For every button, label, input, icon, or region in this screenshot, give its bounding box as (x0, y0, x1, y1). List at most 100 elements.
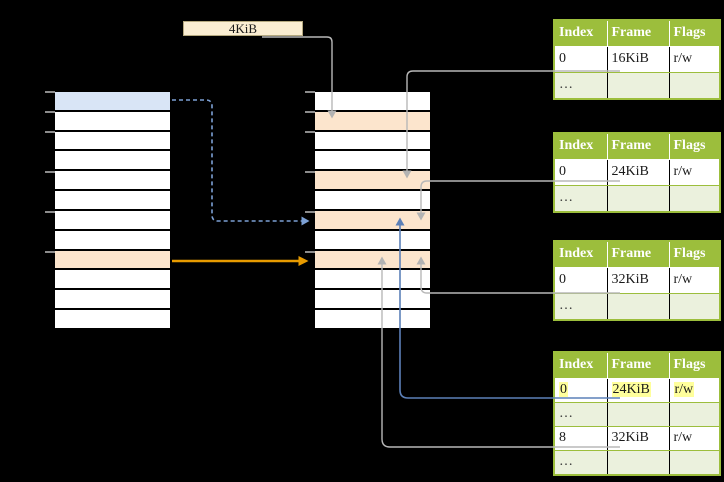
page-table-24kib: Index Frame Flags 0 24KiB r/w … (553, 132, 721, 213)
cell-index: 0 (555, 159, 607, 186)
table-row-ellipsis: … (555, 402, 719, 427)
cell-frame (606, 293, 669, 319)
tick-mark (305, 171, 315, 173)
cell-flags: r/w (668, 159, 719, 186)
table-row: 0 16KiB r/w (555, 46, 719, 73)
cell-frame (606, 402, 669, 427)
tick-mark (305, 211, 315, 213)
col-header-frame: Frame (606, 134, 669, 160)
table-header-row: Index Frame Flags (555, 242, 719, 268)
cell-frame: 16KiB (606, 46, 669, 73)
cell-frame (606, 72, 669, 98)
cell-frame (606, 450, 669, 474)
highlighted-value: 24KiB (611, 382, 651, 397)
tick-mark (305, 131, 315, 133)
memory-row (55, 151, 170, 172)
cell-flags (668, 72, 719, 98)
table-row-ellipsis: … (555, 185, 719, 211)
table-row-ellipsis: … (555, 293, 719, 319)
tick-mark (45, 91, 55, 93)
col-header-frame: Frame (606, 21, 669, 47)
page-table-32kib: Index Frame Flags 0 32KiB r/w … (553, 240, 721, 321)
frame-32kib (315, 250, 430, 271)
memory-row (315, 151, 430, 172)
col-header-flags: Flags (668, 134, 719, 160)
virtual-page-orange (55, 250, 170, 271)
table-header-row: Index Frame Flags (555, 21, 719, 47)
cell-frame: 32KiB (606, 426, 669, 451)
tick-mark (305, 111, 315, 113)
cell-frame: 24KiB (606, 378, 669, 403)
cell-frame (606, 185, 669, 211)
cell-flags: r/w (668, 267, 719, 294)
memory-row (55, 290, 170, 311)
table-row-ellipsis: … (555, 72, 719, 98)
col-header-flags: Flags (668, 353, 719, 379)
cell-index: … (555, 293, 607, 319)
col-header-flags: Flags (668, 242, 719, 268)
cell-index: … (555, 402, 607, 427)
cell-flags (668, 293, 719, 319)
memory-row (315, 191, 430, 211)
memory-row (315, 270, 430, 291)
col-header-index: Index (555, 242, 607, 268)
frame-size-label-box: 4KiB (183, 21, 303, 36)
connector-blue-page-translation (172, 99, 310, 226)
table-row-ellipsis: … (555, 450, 719, 474)
col-header-index: Index (555, 134, 607, 160)
memory-row (315, 310, 430, 328)
memory-row (55, 210, 170, 231)
virtual-page-blue (55, 92, 170, 112)
physical-memory-table (305, 90, 432, 330)
memory-row (315, 230, 430, 251)
cell-frame: 24KiB (606, 159, 669, 186)
cell-flags (668, 402, 719, 427)
highlighted-value: r/w (673, 382, 695, 397)
memory-row (315, 131, 430, 152)
highlighted-value: 0 (559, 382, 568, 397)
page-table-16kib: Index Frame Flags 0 16KiB r/w … (553, 19, 721, 100)
frame-16kib (315, 171, 430, 192)
memory-row (55, 191, 170, 211)
memory-row (55, 171, 170, 192)
cell-index: … (555, 450, 607, 474)
table-row: 0 32KiB r/w (555, 267, 719, 294)
tick-mark (45, 131, 55, 133)
col-header-flags: Flags (668, 21, 719, 47)
cell-flags: r/w (668, 378, 719, 403)
col-header-frame: Frame (606, 353, 669, 379)
cell-flags: r/w (668, 46, 719, 73)
level2-page-table: Index Frame Flags 0 24KiB r/w … 8 32KiB … (553, 351, 721, 476)
memory-row (315, 92, 430, 112)
memory-row (315, 290, 430, 311)
frame-size-label: 4KiB (228, 21, 258, 36)
table-header-row: Index Frame Flags (555, 353, 719, 379)
memory-row (55, 270, 170, 291)
tick-mark (305, 251, 315, 253)
cell-index: 0 (555, 46, 607, 73)
col-header-index: Index (555, 21, 607, 47)
cell-frame: 32KiB (606, 267, 669, 294)
cell-index: 8 (555, 426, 607, 451)
cell-flags: r/w (668, 426, 719, 451)
table-row: 0 24KiB r/w (555, 159, 719, 186)
virtual-memory-table (45, 90, 172, 330)
frame-4kib (315, 111, 430, 132)
cell-index: … (555, 185, 607, 211)
tick-mark (305, 91, 315, 93)
table-row: 8 32KiB r/w (555, 426, 719, 451)
table-header-row: Index Frame Flags (555, 134, 719, 160)
col-header-index: Index (555, 353, 607, 379)
memory-row (55, 111, 170, 132)
col-header-frame: Frame (606, 242, 669, 268)
cell-index: 0 (555, 267, 607, 294)
tick-mark (45, 251, 55, 253)
tick-mark (45, 111, 55, 113)
cell-index: 0 (555, 378, 607, 403)
table-row-highlighted: 0 24KiB r/w (555, 378, 719, 403)
cell-index: … (555, 72, 607, 98)
tick-mark (45, 171, 55, 173)
frame-24kib (315, 210, 430, 231)
cell-flags (668, 185, 719, 211)
